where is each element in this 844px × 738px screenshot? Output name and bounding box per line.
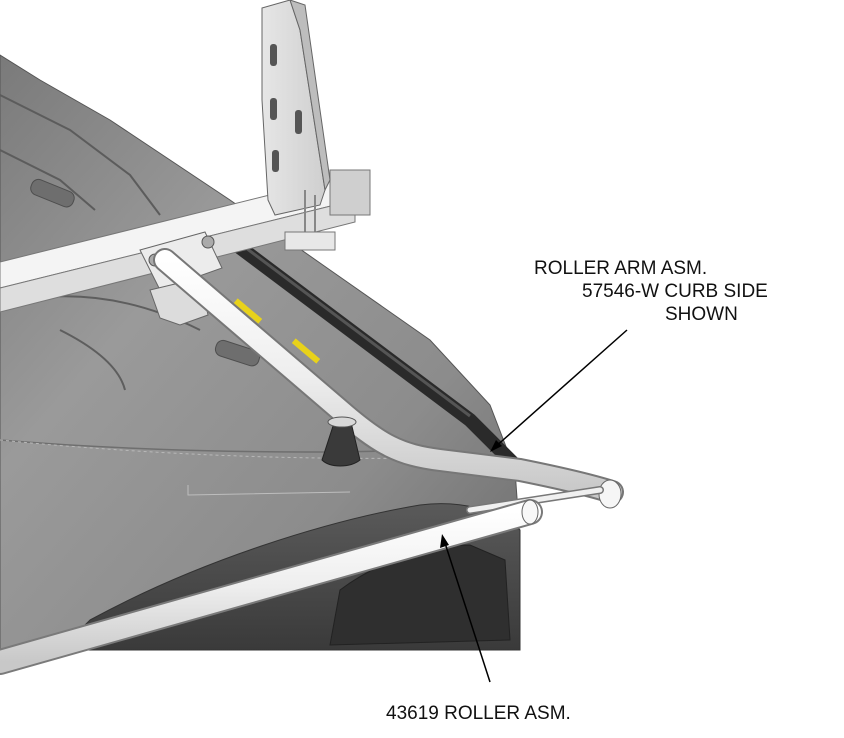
- roller-arm-fill: [155, 250, 622, 502]
- leader-line-roller-arm: [493, 329, 628, 449]
- roller-end: [521, 499, 539, 525]
- bracket-slot-4: [272, 150, 279, 172]
- leader-line-roller: [443, 539, 491, 683]
- bracket-slot-1: [270, 44, 277, 66]
- warning-label-1: [233, 298, 263, 324]
- callout-roller-asm: 43619 ROLLER ASM.: [386, 703, 571, 724]
- callout-roller-arm-line2: 57546-W CURB SIDE: [582, 281, 768, 302]
- roof-pad-1: [30, 178, 75, 208]
- rubber-foot: [321, 417, 361, 467]
- roof-outline: [187, 485, 351, 496]
- mount-bolt-2: [201, 235, 215, 249]
- roof-rail-highlight: [229, 234, 471, 418]
- bracket-slot-3: [295, 110, 302, 134]
- warning-label-2: [291, 338, 321, 364]
- bracket-base: [284, 231, 336, 251]
- crossbar-end-cap: [329, 169, 371, 216]
- bracket-fold: [289, 0, 331, 192]
- roof-dashed-line: [0, 439, 431, 459]
- roller-arm-end-cap: [598, 479, 622, 509]
- roof-groove-2: [0, 149, 96, 211]
- leader-arrow-roller-arm: [490, 440, 502, 452]
- roof-groove-1: [0, 94, 161, 216]
- rubber-foot-top: [327, 416, 357, 428]
- roof-rail: [223, 233, 527, 477]
- roof-pad-2: [214, 339, 261, 367]
- leader-arrow-roller: [440, 534, 449, 548]
- callout-roller-arm-line1: ROLLER ARM ASM.: [534, 258, 708, 279]
- callout-roller-arm-line3: SHOWN: [665, 304, 738, 325]
- bracket-slot-2: [270, 98, 277, 120]
- roof-groove-4: [59, 329, 126, 391]
- ladder-stop-bracket: [261, 0, 336, 251]
- roller-arm-tube: [153, 248, 624, 509]
